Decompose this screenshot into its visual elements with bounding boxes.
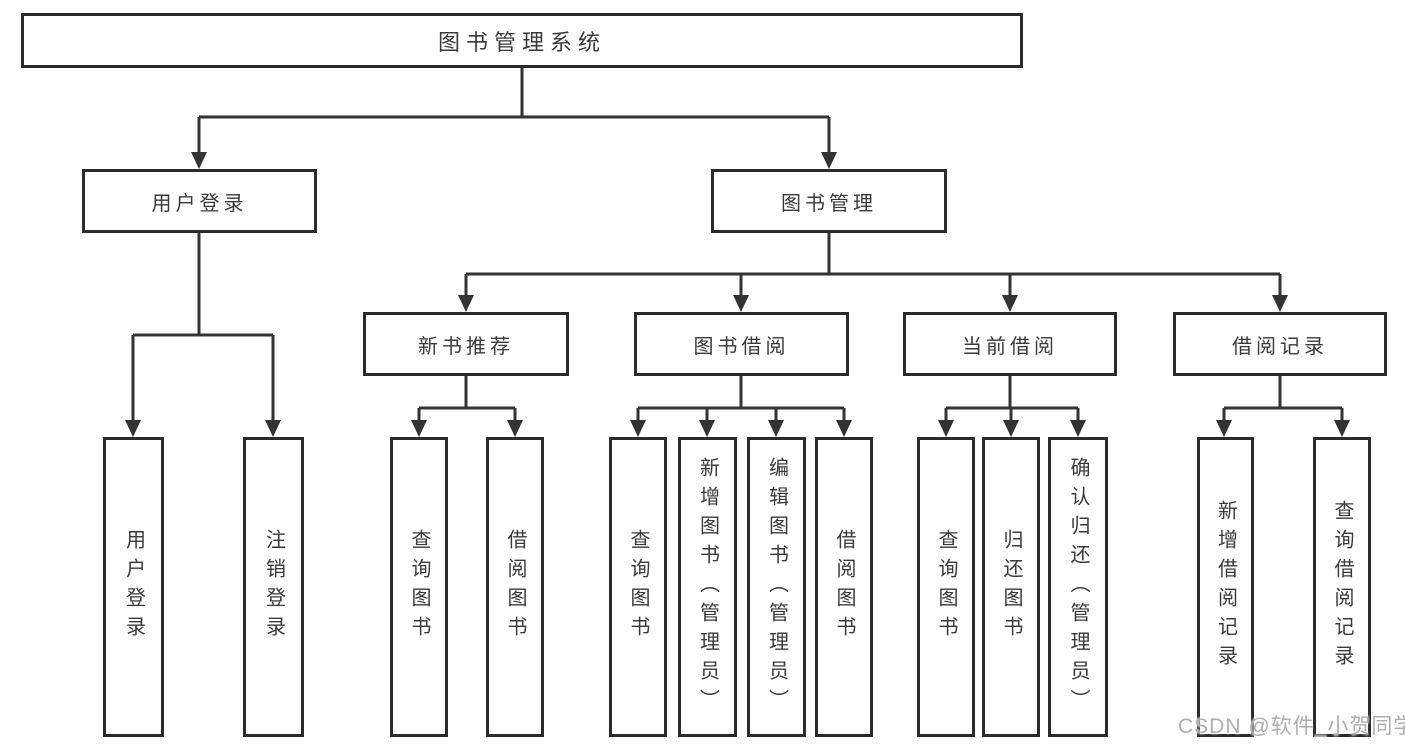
leaf-return-books-label: 归还图书 — [1000, 529, 1022, 645]
leaf-query-borrow-record: 查询借阅记录 — [1313, 437, 1371, 737]
leaf-query-books-recommend: 查询图书 — [390, 437, 448, 737]
arrow-down-icon — [1070, 420, 1086, 437]
leaf-borrow-books-recommend: 借阅图书 — [486, 437, 544, 737]
leaf-add-borrow-record: 新增借阅记录 — [1197, 437, 1254, 737]
leaf-query-borrow-record-label: 查询借阅记录 — [1331, 500, 1353, 674]
leaf-query-books-current: 查询图书 — [917, 437, 975, 737]
arrow-down-icon — [821, 152, 837, 169]
leaf-logout-label: 注销登录 — [262, 529, 285, 645]
leaf-borrow-books-borrowing-label: 借阅图书 — [833, 529, 855, 645]
leaf-query-books-current-label: 查询图书 — [935, 529, 957, 645]
arrow-down-icon — [1003, 420, 1019, 437]
node-new-book-recommendation: 新书推荐 — [363, 312, 569, 376]
leaf-user-login-label: 用户登录 — [122, 529, 145, 645]
leaf-user-login: 用户登录 — [103, 437, 164, 737]
leaf-query-books-recommend-label: 查询图书 — [408, 529, 430, 645]
arrow-down-icon — [1216, 420, 1232, 437]
leaf-confirm-return-admin: 确认归还（管理员） — [1048, 437, 1108, 737]
leaf-query-books-borrowing: 查询图书 — [609, 437, 667, 737]
arrow-down-icon — [699, 420, 715, 437]
arrow-down-icon — [1002, 295, 1018, 312]
leaf-add-books-admin-label: 新增图书（管理员） — [696, 456, 719, 718]
node-borrowing-records: 借阅记录 — [1173, 312, 1387, 376]
arrow-down-icon — [1272, 295, 1288, 312]
arrow-down-icon — [411, 420, 427, 437]
arrow-down-icon — [1334, 420, 1350, 437]
node-current-borrowing: 当前借阅 — [903, 312, 1117, 376]
leaf-return-books: 归还图书 — [982, 437, 1040, 737]
leaf-add-books-admin: 新增图书（管理员） — [678, 437, 737, 737]
arrow-down-icon — [458, 295, 474, 312]
leaf-edit-books-admin: 编辑图书（管理员） — [747, 437, 806, 737]
arrow-down-icon — [768, 420, 784, 437]
leaf-borrow-books-recommend-label: 借阅图书 — [504, 529, 526, 645]
node-library-system: 图书管理系统 — [21, 13, 1023, 68]
leaf-confirm-return-admin-label: 确认归还（管理员） — [1067, 456, 1089, 718]
leaf-query-books-borrowing-label: 查询图书 — [627, 529, 649, 645]
arrow-down-icon — [733, 295, 749, 312]
arrow-down-icon — [630, 420, 646, 437]
node-user-login: 用户登录 — [82, 169, 317, 233]
leaf-edit-books-admin-label: 编辑图书（管理员） — [765, 456, 788, 718]
arrow-down-icon — [125, 420, 141, 437]
leaf-logout: 注销登录 — [243, 437, 304, 737]
arrow-down-icon — [836, 420, 852, 437]
arrow-down-icon — [507, 420, 523, 437]
watermark: CSDN @软件_小贺同学 — [1178, 715, 1405, 738]
leaf-borrow-books-borrowing: 借阅图书 — [815, 437, 873, 737]
node-book-management: 图书管理 — [711, 169, 947, 233]
arrow-down-icon — [191, 152, 207, 169]
leaf-add-borrow-record-label: 新增借阅记录 — [1214, 500, 1237, 674]
node-book-borrowing: 图书借阅 — [634, 312, 849, 376]
arrow-down-icon — [938, 420, 954, 437]
arrow-down-icon — [265, 420, 281, 437]
